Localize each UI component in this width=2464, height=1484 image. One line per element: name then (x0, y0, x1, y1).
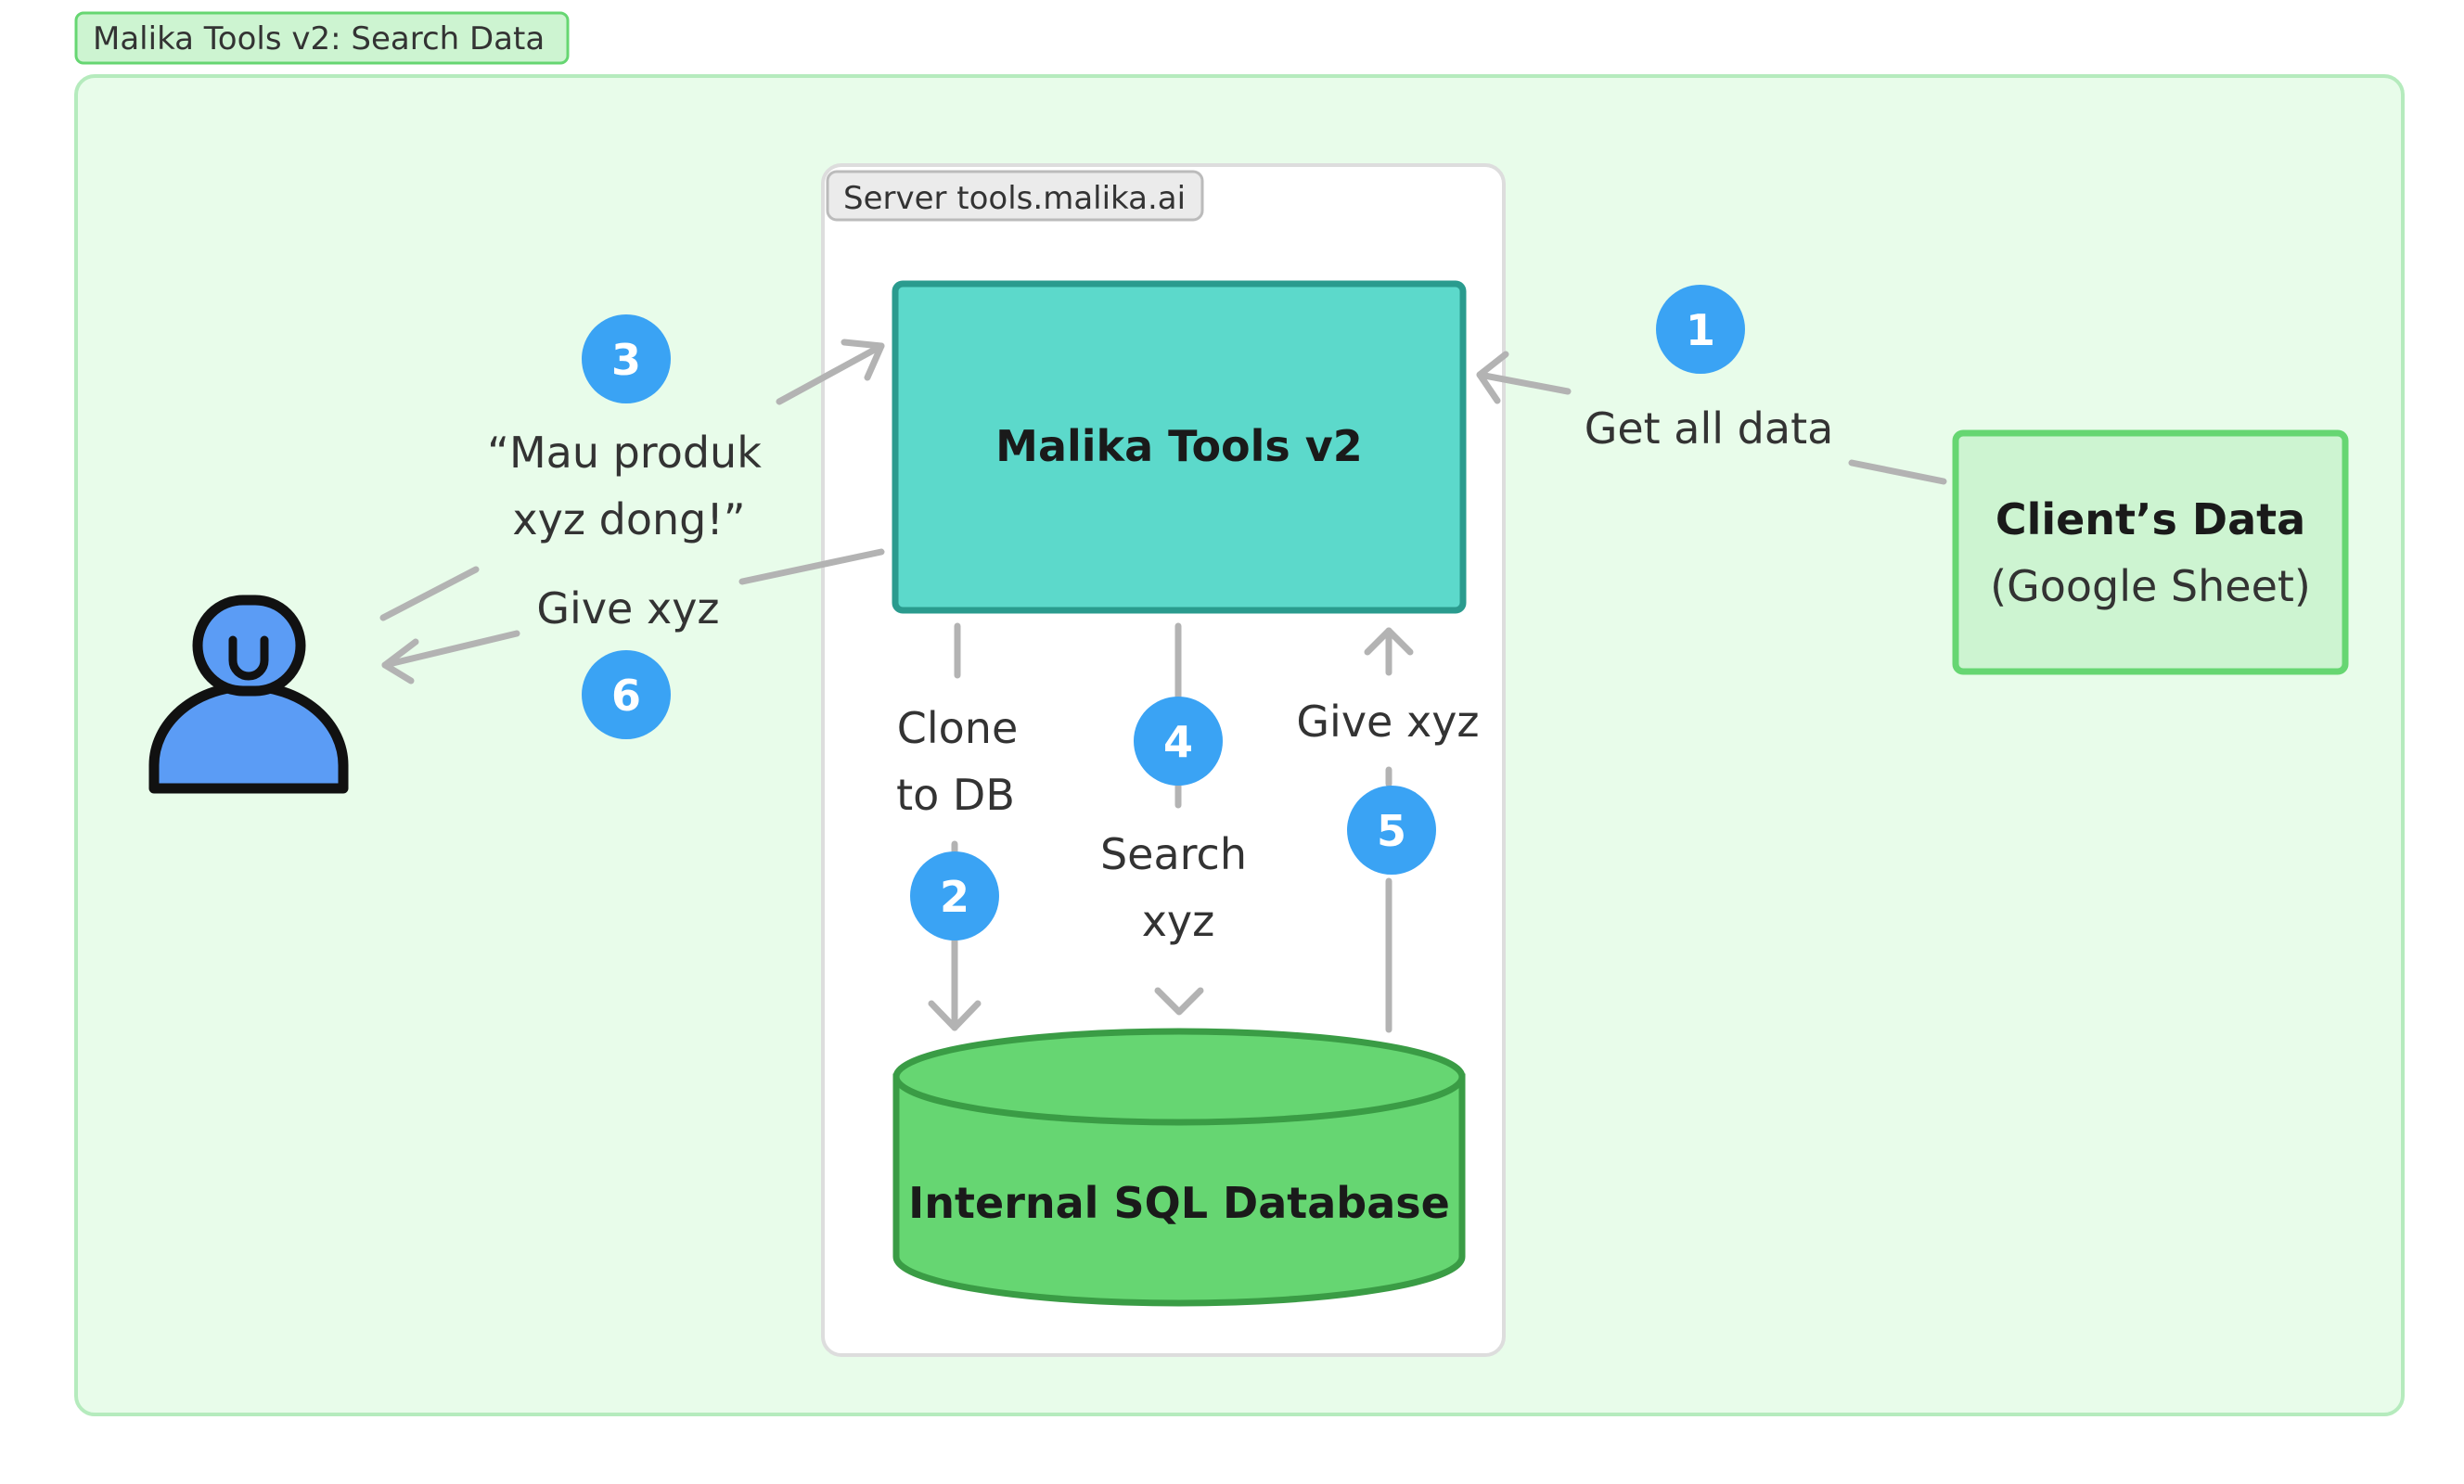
arrow-step6 (381, 630, 520, 669)
internal-sql-database-node[interactable]: Internal SQL Database (892, 1028, 1466, 1307)
database-label: Internal SQL Database (908, 1178, 1450, 1228)
malika-tools-label: Malika Tools v2 (995, 421, 1363, 471)
step4-label-line2: xyz (1142, 896, 1215, 946)
step1-label: Get all data (1585, 403, 1834, 454)
step2-number: 2 (940, 872, 969, 922)
step5-number: 5 (1377, 806, 1406, 856)
server-tag[interactable]: Server tools.malika.ai (826, 170, 1204, 222)
arrow-step3-tail (379, 566, 480, 621)
arrow-step1-tail (1848, 459, 1947, 485)
arrow-step3 (776, 342, 885, 405)
step2-badge: 2 (910, 851, 999, 940)
step6-number: 6 (611, 671, 641, 721)
client-data-node[interactable]: Client’s Data (Google Sheet) (1952, 429, 2349, 675)
frame-title-tag[interactable]: Malika Tools v2: Search Data (74, 11, 570, 65)
user-icon (148, 595, 349, 794)
step3-label-line1: “Mau produk (487, 428, 762, 478)
step3-badge: 3 (582, 314, 671, 403)
step4-badge: 4 (1134, 697, 1223, 786)
arrow-step4-head (1154, 987, 1204, 1016)
arrow-step6-tail (738, 548, 885, 585)
arrow-step3-head (841, 339, 885, 381)
server-label: Server tools.malika.ai (843, 180, 1186, 217)
step4-number: 4 (1163, 717, 1193, 767)
step4-label-line1: Search (1100, 829, 1247, 879)
step2-label-line2: to DB (896, 770, 1015, 820)
arrow-step5-head (1364, 627, 1414, 656)
client-data-subtitle: (Google Sheet) (1990, 561, 2311, 611)
step2-label-line1: Clone (897, 703, 1019, 753)
client-data-title: Client’s Data (1996, 494, 2305, 544)
step1-badge: 1 (1656, 285, 1745, 374)
arrow-step1-head (1476, 351, 1509, 404)
arrow-step6-head (381, 638, 419, 684)
step5-badge: 5 (1347, 786, 1436, 875)
malika-tools-node[interactable]: Malika Tools v2 (892, 280, 1467, 614)
step6-label: Give xyz (536, 583, 719, 633)
step5-label: Give xyz (1296, 697, 1479, 747)
step3-label-line2: xyz dong!” (512, 494, 745, 544)
step6-badge: 6 (582, 650, 671, 739)
frame-title: Malika Tools v2: Search Data (93, 20, 545, 58)
arrow-step2-head (928, 1000, 982, 1031)
step1-number: 1 (1686, 305, 1715, 355)
step3-number: 3 (611, 335, 641, 385)
arrow-step1 (1476, 371, 1572, 395)
